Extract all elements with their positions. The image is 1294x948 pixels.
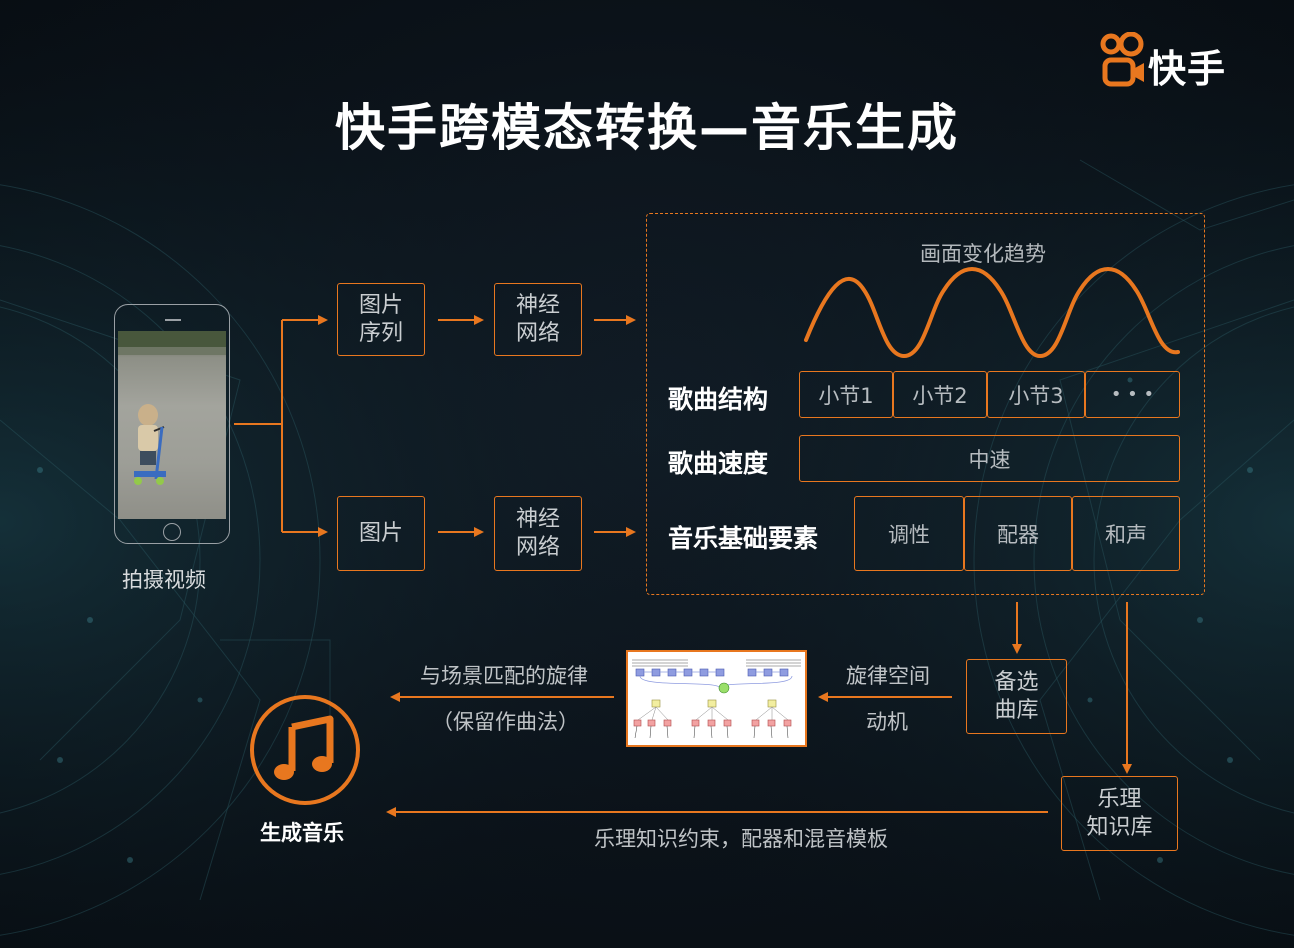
music-theory-box: 乐理 知识库: [1061, 776, 1178, 851]
phone-speaker: [165, 319, 181, 321]
video-thumbnail: [118, 331, 226, 519]
trend-label: 画面变化趋势: [920, 242, 1046, 266]
candidate-library-box: 备选 曲库: [966, 659, 1067, 734]
melody-tree-graphic: [632, 659, 801, 739]
logo-text: 快手: [1148, 47, 1227, 91]
child-on-scooter-image: [118, 331, 226, 485]
structure-cell-1: 小节1: [799, 371, 893, 418]
phone-frame: [114, 304, 230, 544]
page-title: 快手跨模态转换—音乐生成: [335, 99, 959, 157]
music-feature-panel: [646, 213, 1205, 595]
element-cell-key: 调性: [854, 496, 964, 571]
phone-home-button: [163, 523, 181, 541]
structure-cell-more: • • •: [1085, 371, 1180, 418]
melody-space-label: 旋律空间: [846, 664, 930, 688]
constraint-label: 乐理知识约束，配器和混音模板: [594, 827, 888, 851]
music-note-icon: [274, 715, 334, 780]
tempo-cell: 中速: [799, 435, 1180, 482]
generated-music-icon-circle: [250, 695, 360, 805]
keep-composition-label: （保留作曲法）: [432, 710, 579, 734]
neural-network-box-bottom: 神经 网络: [494, 496, 582, 571]
generate-music-label: 生成音乐: [260, 821, 344, 845]
trend-wave: [804, 267, 1180, 359]
kuaishou-logo-icon: [1100, 31, 1144, 87]
tempo-label: 歌曲速度: [668, 449, 769, 478]
image-box: 图片: [337, 496, 425, 571]
motive-label: 动机: [866, 710, 908, 734]
elements-label: 音乐基础要素: [668, 524, 819, 553]
image-sequence-box: 图片 序列: [337, 283, 425, 356]
structure-label: 歌曲结构: [668, 385, 769, 414]
video-label: 拍摄视频: [122, 568, 206, 592]
element-cell-instrumentation: 配器: [964, 496, 1072, 571]
neural-network-box-top: 神经 网络: [494, 283, 582, 356]
element-cell-harmony: 和声: [1072, 496, 1180, 571]
structure-cell-3: 小节3: [987, 371, 1085, 418]
melody-tree-diagram: [626, 650, 807, 747]
structure-cell-2: 小节2: [893, 371, 987, 418]
kuaishou-logo: 快手: [1098, 31, 1258, 92]
matched-melody-label: 与场景匹配的旋律: [420, 664, 588, 688]
